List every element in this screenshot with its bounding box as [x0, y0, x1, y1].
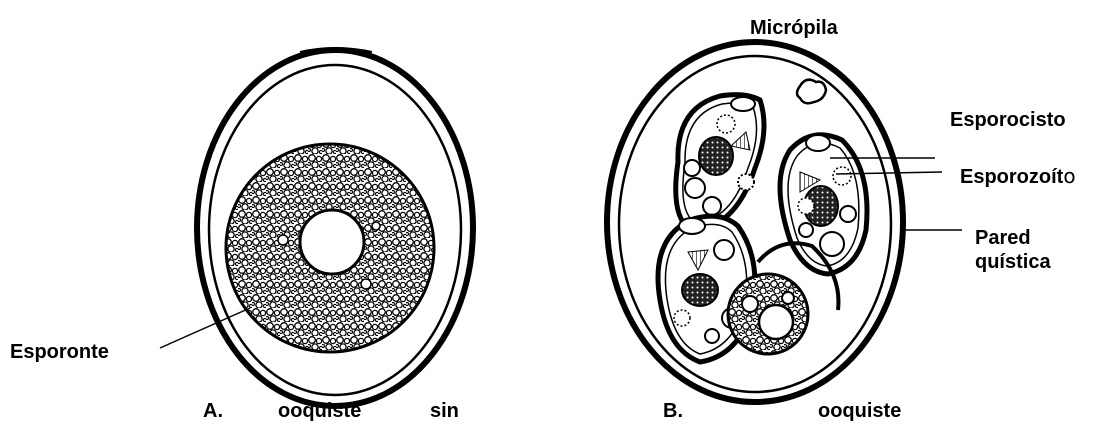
label-esporozoito-main: Esporozoít: [960, 166, 1063, 188]
oocyst-b: [607, 42, 903, 402]
sporont-nucleus: [300, 210, 364, 274]
caption-a-word2: sin: [430, 400, 459, 423]
label-esporocisto: Esporocisto: [950, 108, 1066, 132]
sporont: [226, 144, 434, 352]
label-pared-line1: Pared: [975, 226, 1051, 250]
label-esporonte: Esporonte: [10, 340, 109, 364]
label-pared-quistica: Pared quística: [975, 226, 1051, 274]
label-pared-line2: quística: [975, 250, 1051, 274]
caption-b-word1: ooquiste: [818, 400, 901, 423]
oocyst-a: [197, 48, 473, 406]
label-micropila: Micrópila: [750, 16, 838, 40]
caption-a-letter: A.: [203, 400, 223, 423]
caption-b-letter: B.: [663, 400, 683, 423]
caption-a-word1: ooquiste: [278, 400, 361, 423]
residual-body: [728, 274, 808, 354]
label-esporozoito: Esporozoíto: [960, 164, 1076, 189]
micropyle-body: [797, 80, 826, 104]
label-esporozoito-end: o: [1063, 164, 1075, 188]
